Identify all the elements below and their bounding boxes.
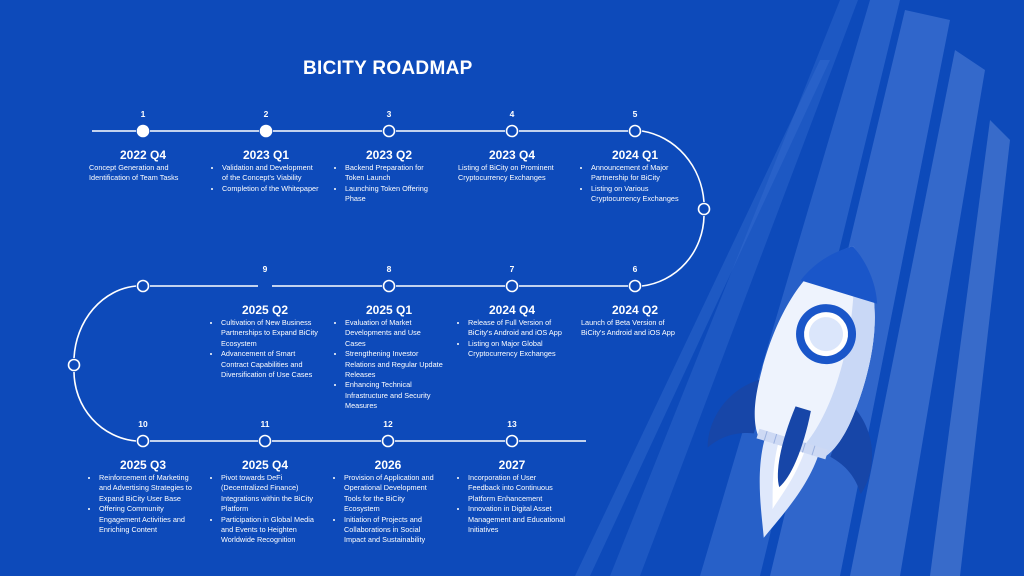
milestone-period: 2026: [374, 458, 402, 472]
milestone-period: 2023 Q1: [242, 148, 290, 162]
milestone-bullet: Strengthening Investor Relations and Reg…: [345, 349, 443, 380]
milestone-bullet: Initiation of Projects and Collaboration…: [344, 515, 442, 546]
milestone-node: [258, 434, 272, 448]
milestone-node: [505, 434, 519, 448]
milestone-node: [136, 124, 150, 138]
milestone-number: 8: [386, 264, 392, 274]
milestone-description: Release of Full Version of BiCity's Andr…: [458, 318, 566, 360]
milestone-bullet: Provision of Application and Operational…: [344, 473, 442, 515]
milestone-bullet: Participation in Global Media and Events…: [221, 515, 319, 546]
milestone-bullet: Release of Full Version of BiCity's Andr…: [468, 318, 566, 339]
milestone-period: 2025 Q1: [365, 303, 413, 317]
milestone-bullet: Enhancing Technical Infrastructure and S…: [345, 380, 443, 411]
milestone-description: Incorporation of User Feedback into Cont…: [458, 473, 566, 535]
milestone-description: Launch of Beta Version of BiCity's Andro…: [581, 318, 689, 339]
milestone-text: Launch of Beta Version of BiCity's Andro…: [581, 318, 675, 338]
milestone-bullet: Advancement of Smart Contract Capabiliti…: [221, 349, 319, 380]
milestone-bullet: Announcement of Major Partnership for Bi…: [591, 163, 689, 184]
milestone-bullet: Listing on Major Global Cryptocurrency E…: [468, 339, 566, 360]
rocket-icon: [707, 246, 878, 538]
milestone-description: Pivot towards DeFi (Decentralized Financ…: [211, 473, 319, 546]
milestone-bullet: Pivot towards DeFi (Decentralized Financ…: [221, 473, 319, 515]
milestone-period: 2024 Q1: [611, 148, 659, 162]
milestone-period: 2025 Q3: [119, 458, 167, 472]
milestone-node: [628, 124, 642, 138]
milestone-bullet: Cultivation of New Business Partnerships…: [221, 318, 319, 349]
milestone-node: [382, 279, 396, 293]
milestone-number: 1: [140, 109, 146, 119]
page-title: BICITY ROADMAP: [303, 58, 473, 79]
milestone-number: 3: [386, 109, 392, 119]
milestone-node: [382, 124, 396, 138]
milestone-number: 2: [263, 109, 269, 119]
milestone-node: [136, 434, 150, 448]
milestone-description: Provision of Application and Operational…: [334, 473, 442, 546]
curve-node-left: [67, 358, 81, 372]
milestone-period: 2023 Q2: [365, 148, 413, 162]
milestone-description: Evaluation of Market Developments and Us…: [335, 318, 443, 412]
milestone-bullet: Completion of the Whitepaper: [222, 184, 320, 194]
milestone-number: 11: [260, 419, 270, 429]
milestone-period: 2025 Q4: [241, 458, 289, 472]
milestone-text: Listing of BiCity on Prominent Cryptocur…: [458, 163, 554, 183]
milestone-bullet: Validation and Development of the Concep…: [222, 163, 320, 184]
milestone-bullet: Incorporation of User Feedback into Cont…: [468, 473, 566, 504]
milestone-number: 5: [632, 109, 638, 119]
milestone-description: Listing of BiCity on Prominent Cryptocur…: [458, 163, 566, 184]
milestone-text: Concept Generation and Identification of…: [89, 163, 179, 183]
milestone-bullet: Listing on Various Cryptocurrency Exchan…: [591, 184, 689, 205]
milestone-period: 2022 Q4: [119, 148, 167, 162]
milestone-node: [628, 279, 642, 293]
milestone-period: 2023 Q4: [488, 148, 536, 162]
milestone-number: 6: [632, 264, 638, 274]
milestone-node: [381, 434, 395, 448]
milestone-number: 4: [509, 109, 515, 119]
milestone-bullet: Offering Community Engagement Activities…: [99, 504, 197, 535]
milestone-period: 2027: [498, 458, 526, 472]
milestone-number: 10: [138, 419, 148, 429]
curve-node-right: [697, 202, 711, 216]
milestone-description: Announcement of Major Partnership for Bi…: [581, 163, 689, 205]
milestone-period: 2024 Q2: [611, 303, 659, 317]
milestone-bullet: Evaluation of Market Developments and Us…: [345, 318, 443, 349]
milestone-description: Validation and Development of the Concep…: [212, 163, 320, 194]
milestone-node: [136, 279, 150, 293]
milestone-nodes: [136, 124, 642, 448]
milestone-description: Reinforcement of Marketing and Advertisi…: [89, 473, 197, 535]
milestone-node: [505, 279, 519, 293]
milestone-bullet: Launching Token Offering Phase: [345, 184, 443, 205]
milestone-number: 9: [262, 264, 268, 274]
milestone-period: 2024 Q4: [488, 303, 536, 317]
milestone-number: 7: [509, 264, 515, 274]
timeline-path: [73, 130, 705, 442]
milestone-description: Concept Generation and Identification of…: [89, 163, 197, 184]
milestone-description: Backend Preparation for Token LaunchLaun…: [335, 163, 443, 205]
milestone-number: 13: [507, 419, 517, 429]
milestone-description: Cultivation of New Business Partnerships…: [211, 318, 319, 380]
milestone-number: 12: [383, 419, 393, 429]
milestone-bullet: Innovation in Digital Asset Management a…: [468, 504, 566, 535]
milestone-bullet: Backend Preparation for Token Launch: [345, 163, 443, 184]
milestone-period: 2025 Q2: [241, 303, 289, 317]
milestone-bullet: Reinforcement of Marketing and Advertisi…: [99, 473, 197, 504]
milestone-node: [259, 124, 273, 138]
milestone-node: [505, 124, 519, 138]
